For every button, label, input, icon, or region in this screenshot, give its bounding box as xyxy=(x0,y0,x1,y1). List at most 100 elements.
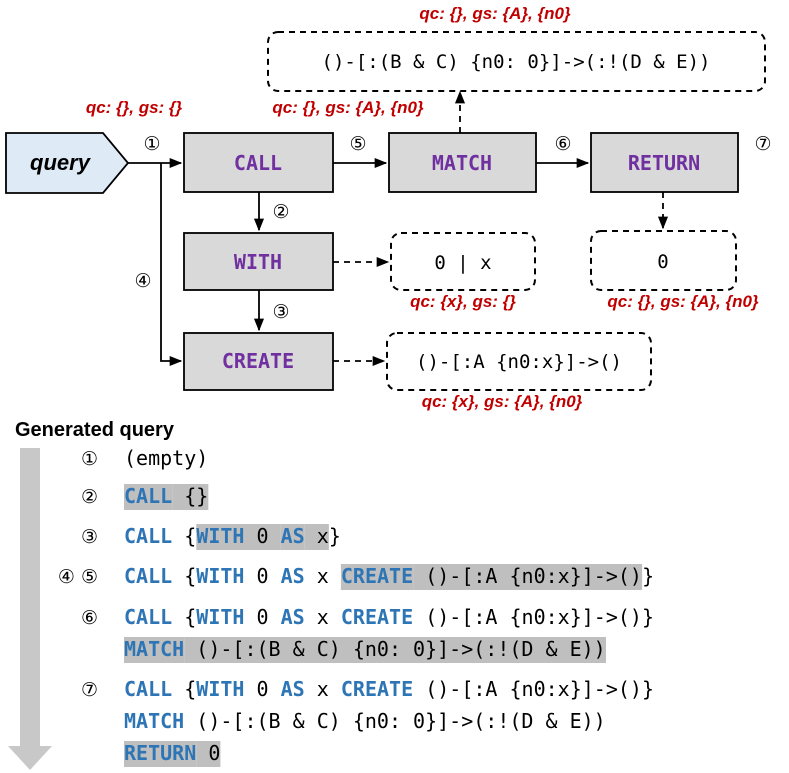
query-text: { xyxy=(172,524,196,548)
generated-highlight xyxy=(196,741,221,767)
generated-highlight xyxy=(196,524,245,550)
generated-highlight xyxy=(340,564,414,590)
query-text: 0 xyxy=(245,524,281,548)
state-match-in: qc: {}, gs: {A}, {n0} xyxy=(272,98,424,117)
generated-row: ⑦ CALL {WITH 0 AS x CREATE ()-[:A {n0:x}]… xyxy=(81,677,654,701)
query-text: ()-[:(B & C) {n0: 0}]->(:!(D & E)) xyxy=(184,709,605,733)
query-keyword: MATCH xyxy=(124,709,184,733)
query-keyword: WITH xyxy=(196,564,244,588)
query-text: ()-[:A {n0:x}]->() xyxy=(413,564,642,588)
generated-row-code: CALL {} xyxy=(124,484,208,508)
query-keyword: CALL xyxy=(124,484,172,508)
generated-row-code: RETURN 0 xyxy=(124,741,220,765)
step-1: ① xyxy=(143,133,160,155)
step-3: ③ xyxy=(272,301,289,323)
timeline-shaft xyxy=(20,448,40,748)
generated-row-code: MATCH ()-[:(B & C) {n0: 0}]->(:!(D & E)) xyxy=(124,709,606,733)
generated-highlight xyxy=(184,637,606,663)
query-entry-shape xyxy=(5,132,130,194)
clause-call: CALL xyxy=(183,132,334,193)
query-text: ()-[:A {n0:x}]->()} xyxy=(413,605,654,629)
generated-row-step: ⑥ xyxy=(81,607,98,629)
generated-row-step: ⑦ xyxy=(81,679,98,701)
query-keyword: WITH xyxy=(196,524,244,548)
step-5: ⑤ xyxy=(349,133,366,155)
result-create: ()-[:A {n0:x}]->() xyxy=(386,332,652,391)
state-return-out: qc: {}, gs: {A}, {n0} xyxy=(607,292,759,311)
generated-row-code: MATCH ()-[:(B & C) {n0: 0}]->(:!(D & E)) xyxy=(124,637,606,661)
query-keyword: CALL xyxy=(124,605,172,629)
result-connectors xyxy=(333,90,669,367)
query-text: x xyxy=(305,564,341,588)
result-return-text: 0 xyxy=(657,251,668,273)
query-text: 0 xyxy=(245,564,281,588)
clause-match-box xyxy=(388,132,537,193)
query-text: ()-[:(B & C) {n0: 0}]->(:!(D & E)) xyxy=(184,637,605,661)
clause-create-label: CREATE xyxy=(222,349,294,373)
query-text: {} xyxy=(172,484,208,508)
query-keyword: CALL xyxy=(124,524,172,548)
generated-row-step: ③ xyxy=(81,526,98,548)
result-create-text: ()-[:A {n0:x}]->() xyxy=(416,351,622,373)
state-match-result: qc: {}, gs: {A}, {n0} xyxy=(419,4,571,23)
result-create-box xyxy=(386,332,652,391)
clause-return-label: RETURN xyxy=(628,151,700,175)
query-keyword: RETURN xyxy=(124,741,196,765)
clause-match-label: MATCH xyxy=(432,151,492,175)
clause-with: WITH xyxy=(183,232,334,291)
state-create-out: qc: {x}, gs: {A}, {n0} xyxy=(422,392,583,411)
query-keyword: CALL xyxy=(124,677,172,701)
query-text: x xyxy=(305,524,329,548)
generated-highlight xyxy=(124,741,197,767)
query-entry: query xyxy=(5,132,130,194)
query-text: 0 xyxy=(245,677,281,701)
generated-highlight xyxy=(124,637,185,663)
query-keyword: MATCH xyxy=(124,637,184,661)
clause-match: MATCH xyxy=(388,132,537,193)
result-return: 0 xyxy=(590,230,737,291)
query-keyword: AS xyxy=(281,564,305,588)
query-text: ()-[:A {n0:x}]->()} xyxy=(413,677,654,701)
query-keyword: AS xyxy=(281,605,305,629)
result-return-box xyxy=(590,230,737,291)
state-call-in: qc: {}, gs: {} xyxy=(86,98,183,117)
connectors xyxy=(128,157,590,367)
clause-call-box xyxy=(183,132,334,193)
timeline-arrow xyxy=(8,448,52,770)
generated-row: ①(empty) xyxy=(81,446,208,470)
generated-row-code: CALL {WITH 0 AS x CREATE ()-[:A {n0:x}]-… xyxy=(124,677,654,701)
query-keyword: CREATE xyxy=(341,564,413,588)
query-keyword: CREATE xyxy=(341,677,413,701)
clause-create-box xyxy=(183,332,334,391)
generated-highlight xyxy=(124,484,173,510)
clause-create: CREATE xyxy=(183,332,334,391)
generated-row: MATCH ()-[:(B & C) {n0: 0}]->(:!(D & E)) xyxy=(124,637,606,663)
query-text: { xyxy=(172,564,196,588)
query-text: x xyxy=(305,605,341,629)
clause-with-box xyxy=(183,232,334,291)
result-with-box xyxy=(390,232,536,291)
query-keyword: AS xyxy=(281,524,305,548)
step-6: ⑥ xyxy=(554,133,571,155)
query-entry-label: query xyxy=(30,150,92,175)
query-keyword: WITH xyxy=(196,677,244,701)
generated-row: ③ CALL {WITH 0 AS x} xyxy=(81,524,341,550)
step-4: ④ xyxy=(134,270,151,292)
generated-row: MATCH ()-[:(B & C) {n0: 0}]->(:!(D & E)) xyxy=(124,709,606,733)
generated-highlight xyxy=(304,524,329,550)
query-text: x xyxy=(305,677,341,701)
result-match: ()-[:(B & C) {n0: 0}]->(:!(D & E)) xyxy=(267,31,766,92)
generated-highlight xyxy=(280,524,305,550)
query-text: } xyxy=(329,524,341,548)
generated-row-step: ① xyxy=(81,448,98,470)
generated-row-step: ④ ⑤ xyxy=(58,566,98,588)
query-text: { xyxy=(172,605,196,629)
step-7: ⑦ xyxy=(754,133,771,155)
state-with-out: qc: {x}, gs: {} xyxy=(410,292,516,311)
generated-row: RETURN 0 xyxy=(124,741,221,767)
clause-with-label: WITH xyxy=(234,250,282,274)
generated-row-step: ② xyxy=(81,486,98,508)
query-keyword: CREATE xyxy=(341,605,413,629)
